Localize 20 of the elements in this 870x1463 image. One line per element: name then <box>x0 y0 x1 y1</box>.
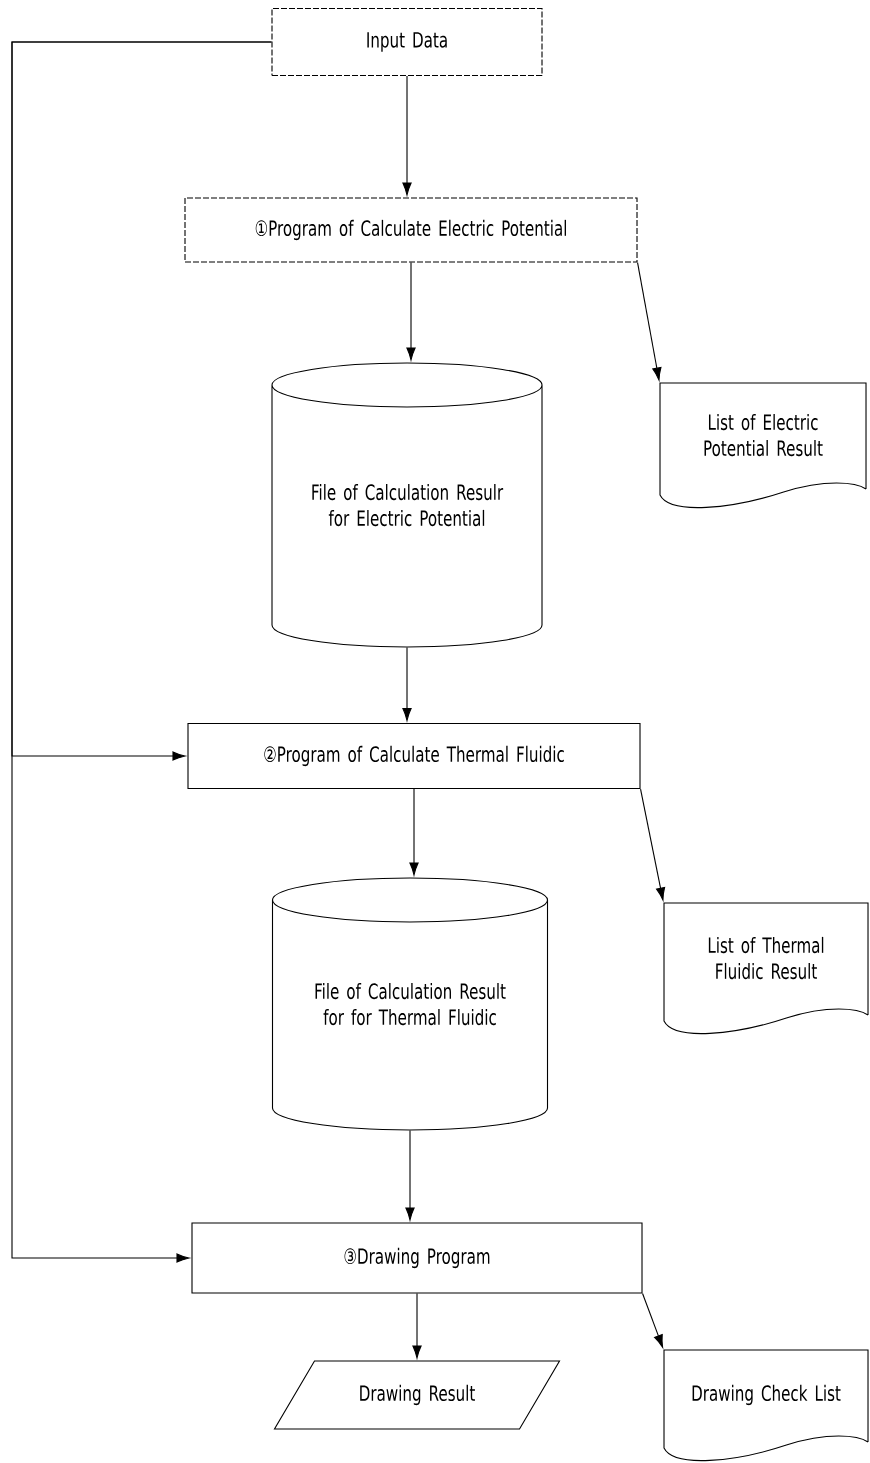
process-box: ③Drawing Program <box>191 1222 643 1294</box>
arrow <box>412 1293 422 1359</box>
arrow <box>406 262 416 361</box>
process-box: ①Program of Calculate Electric Potential <box>184 197 638 263</box>
arrow <box>11 41 272 1263</box>
document-shape: List of Electric Potential Result <box>659 382 867 509</box>
arrow <box>640 788 666 901</box>
arrow <box>637 262 662 381</box>
arrow <box>402 75 412 196</box>
storage-cylinder: File of Calculation Result for for Thermal Fluidic <box>271 877 549 1131</box>
arrow <box>409 788 419 876</box>
document-shape: List of Thermal Fluidic Result <box>663 902 869 1035</box>
process-box: Input Data <box>271 7 543 77</box>
arrow <box>402 647 412 721</box>
data-parallelogram: Drawing Result <box>273 1360 561 1430</box>
arrow <box>405 1130 415 1221</box>
process-box: ②Program of Calculate Thermal Fluidic <box>187 722 641 790</box>
storage-cylinder: File of Calculation Resulr for Electric Potential <box>271 362 543 648</box>
arrow <box>642 1293 664 1348</box>
document-shape: Drawing Check List <box>663 1349 869 1462</box>
